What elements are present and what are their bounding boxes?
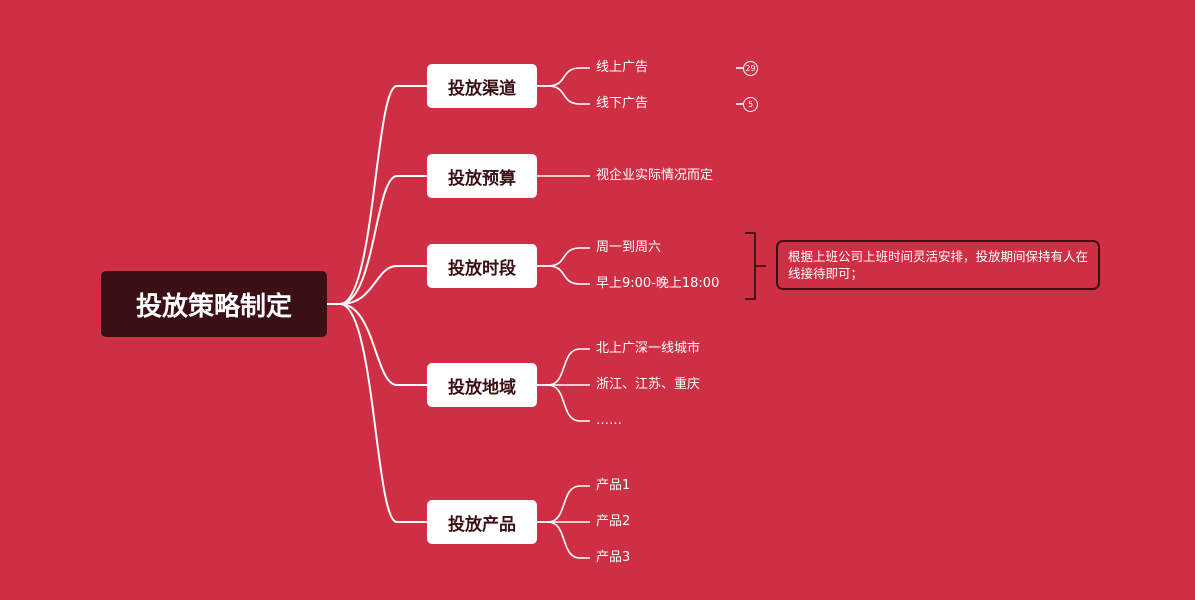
leaf-tier1-cities[interactable]: 北上广深一线城市 — [596, 341, 701, 356]
leaf-connector-2-1 — [537, 265, 590, 285]
leaf-connector-4-0 — [537, 485, 590, 523]
root-connector-0 — [327, 85, 427, 305]
branch-product[interactable]: 投放产品 — [427, 500, 537, 544]
root-connector-2 — [327, 265, 427, 305]
leaf-more[interactable]: …… — [596, 413, 622, 428]
count-badge-online[interactable]: 29 — [743, 61, 758, 76]
root-connector-4 — [327, 303, 427, 523]
leaf-connector-4-2 — [537, 521, 590, 559]
leaf-connector-0-0 — [537, 67, 590, 87]
note-time-schedule[interactable]: 根据上班公司上班时间灵活安排，投放期间保持有人在线接待即可； — [776, 240, 1100, 290]
leaf-online-ads[interactable]: 线上广告 — [596, 60, 649, 75]
leaf-product-1[interactable]: 产品1 — [596, 478, 631, 493]
leaf-budget-detail[interactable]: 视企业实际情况而定 — [596, 168, 714, 183]
root-topic[interactable]: 投放策略制定 — [101, 271, 327, 337]
leaf-provinces[interactable]: 浙江、江苏、重庆 — [596, 377, 701, 392]
leaf-connector-3-0 — [537, 348, 590, 386]
count-badge-offline[interactable]: 5 — [743, 97, 758, 112]
leaf-product-3[interactable]: 产品3 — [596, 550, 631, 565]
branch-time[interactable]: 投放时段 — [427, 244, 537, 288]
leaf-hours[interactable]: 早上9:00-晚上18:00 — [596, 276, 720, 291]
leaf-offline-ads[interactable]: 线下广告 — [596, 96, 649, 111]
root-connector-3 — [327, 303, 427, 386]
branch-budget[interactable]: 投放预算 — [427, 154, 537, 198]
leaf-connector-2-0 — [537, 247, 590, 267]
leaf-connector-0-1 — [537, 85, 590, 105]
leaf-weekdays[interactable]: 周一到周六 — [596, 240, 662, 255]
branch-channel[interactable]: 投放渠道 — [427, 64, 537, 108]
leaf-product-2[interactable]: 产品2 — [596, 514, 631, 529]
leaf-connector-3-2 — [537, 384, 590, 422]
branch-region[interactable]: 投放地域 — [427, 363, 537, 407]
root-connector-1 — [327, 175, 427, 305]
note-bracket — [745, 232, 766, 300]
